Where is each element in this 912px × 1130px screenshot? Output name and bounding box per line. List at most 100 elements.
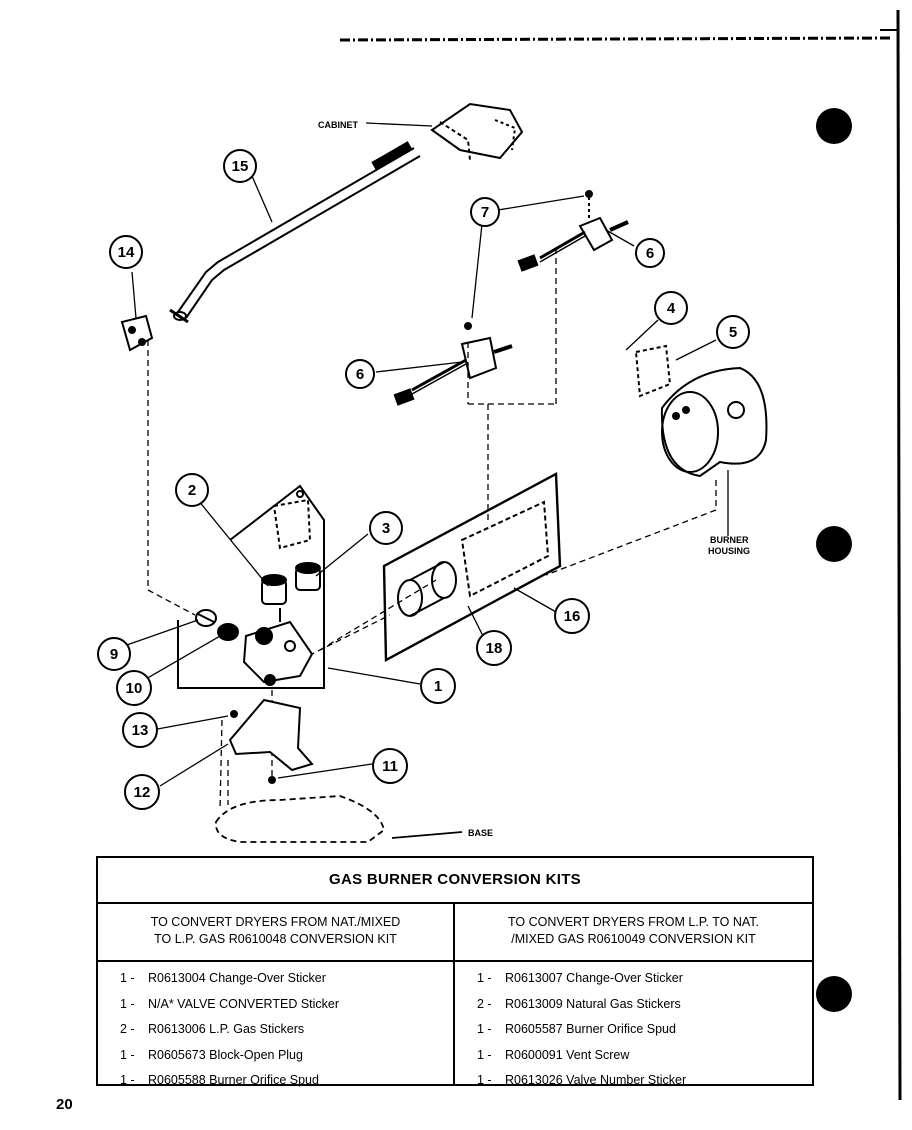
burner-label-line1: BURNER (710, 535, 749, 545)
svg-text:15: 15 (232, 158, 249, 175)
svg-text:14: 14 (118, 244, 135, 261)
kit-heading-line2: TO L.P. GAS R0610048 CONVERSION KIT (154, 932, 397, 946)
mounting-bracket (228, 698, 314, 784)
item-text: R0613009 Natural Gas Stickers (505, 996, 681, 1011)
svg-text:1: 1 (434, 678, 442, 695)
item-qty: 1 - (477, 1047, 492, 1062)
svg-text:6: 6 (356, 366, 364, 383)
callout-12: 12 (124, 774, 160, 810)
page-number: 20 (56, 1096, 73, 1113)
svg-text:5: 5 (729, 324, 737, 341)
item-qty: 1 - (120, 996, 135, 1011)
igniter-upper-assembly (517, 190, 629, 272)
list-item: 1 - R0605588 Burner Orifice Spud (120, 1068, 453, 1094)
igniter-lower-assembly (393, 322, 513, 406)
list-item: 1 - R0605673 Block-Open Plug (120, 1043, 453, 1069)
svg-text:3: 3 (382, 520, 390, 537)
svg-text:16: 16 (564, 608, 581, 625)
svg-text:18: 18 (486, 640, 503, 657)
svg-text:13: 13 (132, 722, 149, 739)
callout-18: 18 (476, 630, 512, 666)
list-item: 2 - R0613006 L.P. Gas Stickers (120, 1017, 453, 1043)
valve-mount-bracket (177, 484, 325, 689)
callout-14: 14 (109, 235, 143, 269)
kit-item-list: 1 - R0613004 Change-Over Sticker 1 - N/A* … (98, 962, 453, 1094)
binder-hole-mark (816, 526, 852, 562)
assembly-dashed-lines (147, 250, 717, 811)
kit-heading: TO CONVERT DRYERS FROM L.P. TO NAT. /MIX… (455, 902, 812, 962)
binder-hole-mark (816, 108, 852, 144)
callout-15: 15 (223, 149, 257, 183)
svg-text:9: 9 (110, 646, 118, 663)
kit-heading-line1: TO CONVERT DRYERS FROM NAT./MIXED (150, 915, 401, 929)
kit-column-lp-to-nat: TO CONVERT DRYERS FROM L.P. TO NAT. /MIX… (455, 902, 812, 1087)
list-item: 1 - R0605587 Burner Orifice Spud (477, 1017, 812, 1043)
item-text: R0613026 Valve Number Sticker (505, 1073, 687, 1087)
kit-column-nat-to-lp: TO CONVERT DRYERS FROM NAT./MIXED TO L.P… (98, 902, 455, 1087)
svg-text:2: 2 (188, 482, 196, 499)
item-text: R0613004 Change-Over Sticker (148, 971, 326, 985)
dryer-base (215, 795, 463, 843)
list-item: 1 - R0613004 Change-Over Sticker (120, 966, 453, 992)
list-item: 1 - R0613007 Change-Over Sticker (477, 966, 812, 992)
item-qty: 1 - (477, 1022, 492, 1036)
callout-9: 9 (97, 637, 131, 671)
gas-supply-pipe (169, 141, 421, 324)
svg-text:12: 12 (134, 784, 151, 801)
callout-10: 10 (116, 670, 152, 706)
item-text: R0605588 Burner Orifice Spud (148, 1073, 319, 1087)
callout-4: 4 (654, 291, 688, 325)
callout-7: 7 (470, 197, 500, 227)
item-text: R0605587 Burner Orifice Spud (505, 1022, 676, 1036)
cabinet-label: CABINET (318, 120, 359, 130)
item-text: R0605673 Block-Open Plug (148, 1047, 303, 1062)
svg-text:7: 7 (481, 204, 489, 221)
svg-text:11: 11 (382, 758, 398, 775)
item-qty: 2 - (120, 1022, 135, 1036)
callout-circles: 15 14 7 6 6 4 5 2 3 16 18 9 10 1 13 11 1… (97, 149, 750, 810)
item-qty: 1 - (477, 971, 492, 985)
callout-5: 5 (716, 315, 750, 349)
item-text: R0613007 Change-Over Sticker (505, 971, 683, 985)
item-qty: 1 - (477, 1073, 492, 1087)
cabinet-bracket (365, 102, 524, 161)
callout-3: 3 (369, 511, 403, 545)
item-qty: 1 - (120, 1047, 135, 1062)
list-item: 2 - R0613009 Natural Gas Stickers (477, 992, 812, 1018)
scan-edge-marks (339, 9, 902, 1101)
item-qty: 2 - (477, 996, 492, 1011)
conversion-kits-table: GAS BURNER CONVERSION KITS TO CONVERT DR… (96, 856, 814, 1087)
svg-text:4: 4 (667, 300, 676, 317)
pipe-fittings (195, 609, 239, 641)
callout-6-left: 6 (345, 359, 375, 389)
pipe-clamp (120, 314, 154, 352)
burner-tube-panel (382, 472, 562, 662)
item-text: R0600091 Vent Screw (505, 1047, 630, 1062)
valve-coils (261, 562, 321, 605)
callout-16: 16 (554, 598, 590, 634)
callout-1: 1 (420, 668, 456, 704)
callout-leaders (123, 175, 717, 787)
base-label: BASE (468, 828, 493, 838)
svg-text:10: 10 (126, 680, 143, 697)
kit-heading-line2: /MIXED GAS R0610049 CONVERSION KIT (511, 932, 756, 946)
kit-heading: TO CONVERT DRYERS FROM NAT./MIXED TO L.P… (98, 902, 453, 962)
kit-item-list: 1 - R0613007 Change-Over Sticker 2 - R0613… (455, 962, 812, 1094)
list-item: 1 - R0600091 Vent Screw (477, 1043, 812, 1069)
item-qty: 1 - (120, 1073, 135, 1087)
binder-hole-mark (816, 976, 852, 1012)
item-text: N/A* VALVE CONVERTED Sticker (148, 996, 340, 1011)
callout-11: 11 (372, 748, 408, 784)
list-item: 1 - R0613026 Valve Number Sticker (477, 1068, 812, 1094)
burner-housing (634, 344, 768, 536)
table-title: GAS BURNER CONVERSION KITS (98, 858, 812, 904)
item-qty: 1 - (120, 971, 135, 985)
callout-6-right: 6 (635, 238, 665, 268)
callout-13: 13 (122, 712, 158, 748)
housing-label-line2: HOUSING (708, 546, 750, 556)
callout-2: 2 (175, 473, 209, 507)
list-item: 1 - N/A* VALVE CONVERTED Sticker (120, 992, 453, 1018)
gas-valve (242, 608, 314, 686)
item-text: R0613006 L.P. Gas Stickers (148, 1022, 305, 1036)
